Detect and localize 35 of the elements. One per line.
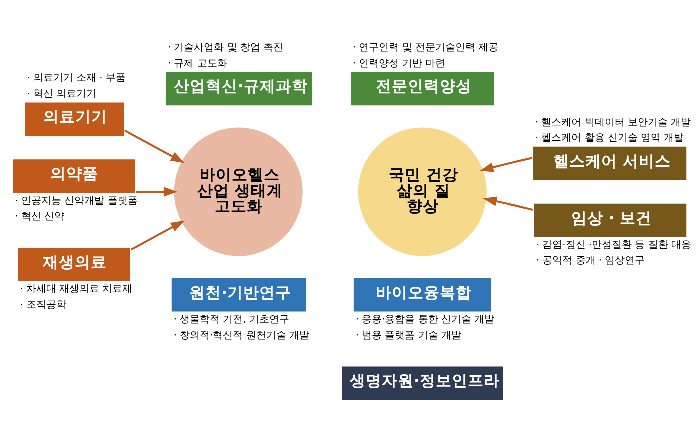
node-label: · 의료기기 소재 · 부품 <box>27 72 126 84</box>
node-label: · 헬스케어 활용 신기술 영역 개발 <box>535 132 684 144</box>
node-box: 임상 · 보건 <box>534 203 687 237</box>
node-label: · 응용·융합을 통한 신기술 개발 <box>356 314 495 326</box>
node-box: 생명자원·정보인프라 <box>342 366 504 400</box>
node-box: 전문인력양성 <box>350 72 494 106</box>
node-label: · 차세대 재생의료 치료제 <box>20 284 133 295</box>
node-box: 원천·기반연구 <box>172 278 306 312</box>
node-box: 의약품 <box>13 159 136 193</box>
node-label: · 인공지능 신약개발 플랫폼 <box>15 195 138 206</box>
node-label: · 조직공학 <box>20 299 66 310</box>
node-label: · 규제 고도화 <box>168 58 228 69</box>
node-label: · 기술사업화 및 창업 촉진 <box>168 42 284 54</box>
node-label: · 혁신 신약 <box>15 211 65 222</box>
arrow <box>480 156 533 172</box>
node-circle: 국민 건강 삶의 질 향상 <box>358 127 487 256</box>
node-label: · 범용 플랫폼 기술 개발 <box>356 330 462 341</box>
node-label: · 감염·정신 ·만성질환 등 질환 대응 <box>536 239 692 250</box>
node-box: 바이오융복합 <box>354 278 492 312</box>
node-box: 헬스케어 서비스 <box>534 146 687 180</box>
node-box: 재생의료 <box>18 247 130 281</box>
arrow <box>483 196 534 211</box>
node-label: · 생물학적 기전, 기초연구 <box>174 314 290 326</box>
node-label: · 창의적·혁신적 원천기술 개발 <box>174 330 310 341</box>
node-label: · 인력양성 기반 마련 <box>352 58 446 69</box>
node-label: · 연구인력 및 전문기술인력 제공 <box>352 42 499 54</box>
node-label: · 공익적 중개 · 임상연구 <box>536 255 646 266</box>
arrow <box>136 186 178 196</box>
node-circle: 바이오헬스 산업 생태계 고도화 <box>174 127 303 256</box>
node-label: · 헬스케어 빅데이터 보안기술 개발 <box>535 116 692 128</box>
node-box: 의료기기 <box>25 102 124 136</box>
node-box: 산업혁신·규제과학 <box>166 72 312 106</box>
node-label: · 혁신 의료기기 <box>27 88 96 100</box>
arrow <box>124 129 185 163</box>
arrow <box>131 220 185 250</box>
